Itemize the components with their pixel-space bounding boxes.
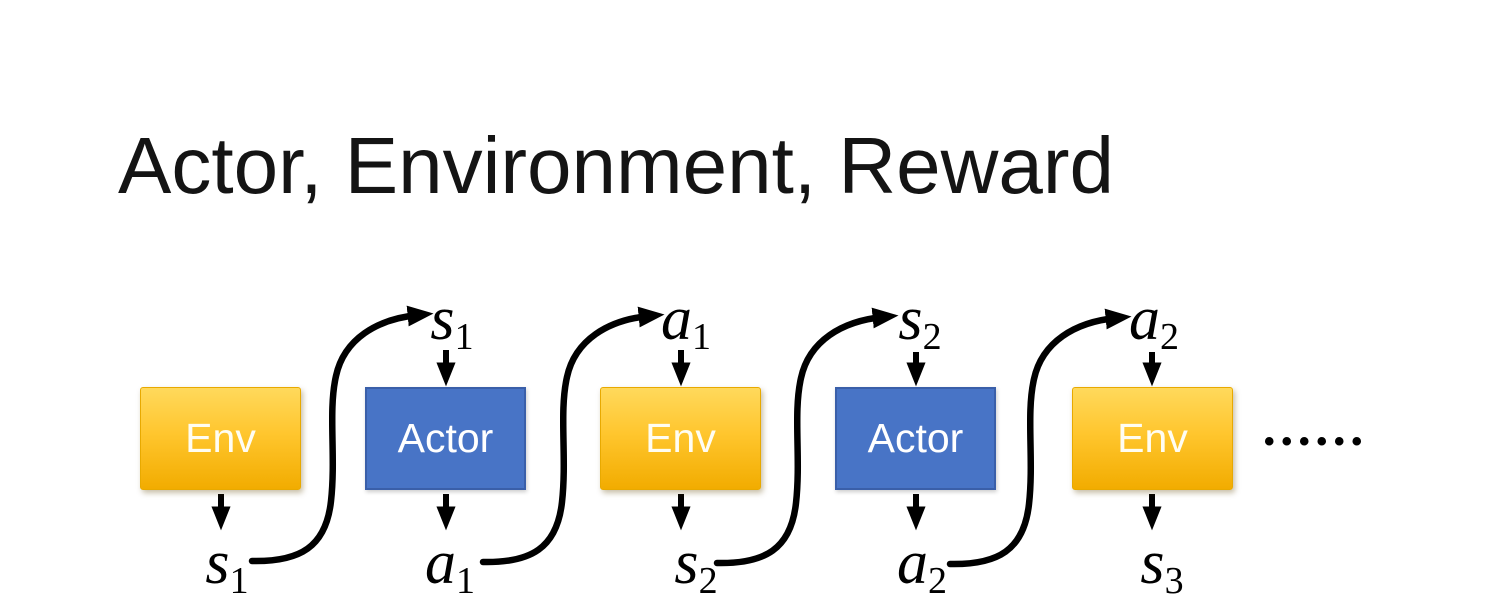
label-s1-bottom-base: s: [205, 529, 230, 597]
label-s3-bottom-base: s: [1140, 529, 1165, 597]
env-box-1: Env: [140, 387, 301, 490]
actor-box-1-label: Actor: [397, 415, 494, 461]
slide-title: Actor, Environment, Reward: [118, 121, 1114, 210]
label-a2-top-sub: 2: [1160, 316, 1179, 358]
label-s3-bottom-sub: 3: [1164, 560, 1184, 602]
label-a1-bottom-sub: 1: [456, 560, 475, 602]
label-a1-top-sub: 1: [692, 316, 711, 358]
label-a1-bottom-base: a: [425, 529, 456, 597]
label-s2-top-sub: 2: [922, 316, 942, 358]
label-a2-top-base: a: [1129, 285, 1160, 353]
label-a1-bottom: a1: [425, 529, 475, 600]
label-s3-bottom: s3: [1140, 529, 1183, 600]
actor-box-2-label: Actor: [867, 415, 964, 461]
label-s1-top-base: s: [430, 285, 455, 353]
label-s2-bottom: s2: [674, 529, 717, 600]
label-s2-bottom-base: s: [674, 529, 699, 597]
env-box-1-label: Env: [185, 415, 256, 461]
label-s1-top: s1: [430, 285, 473, 356]
label-s1-top-sub: 1: [454, 316, 474, 358]
env-box-3: Env: [1072, 387, 1233, 490]
label-a2-top: a2: [1129, 285, 1179, 356]
env-box-2-label: Env: [645, 415, 716, 461]
label-a2-bottom-sub: 2: [928, 560, 947, 602]
label-a2-bottom-base: a: [897, 529, 928, 597]
label-a2-bottom: a2: [897, 529, 947, 600]
continuation-ellipsis: ••••••: [1264, 425, 1370, 458]
label-s1-bottom-sub: 1: [229, 560, 249, 602]
label-s2-top: s2: [898, 285, 941, 356]
label-s2-bottom-sub: 2: [698, 560, 718, 602]
actor-box-1: Actor: [365, 387, 526, 490]
label-a1-top: a1: [661, 285, 711, 356]
env-box-3-label: Env: [1117, 415, 1188, 461]
label-s2-top-base: s: [898, 285, 923, 353]
label-s1-bottom: s1: [205, 529, 248, 600]
env-box-2: Env: [600, 387, 761, 490]
label-a1-top-base: a: [661, 285, 692, 353]
actor-box-2: Actor: [835, 387, 996, 490]
